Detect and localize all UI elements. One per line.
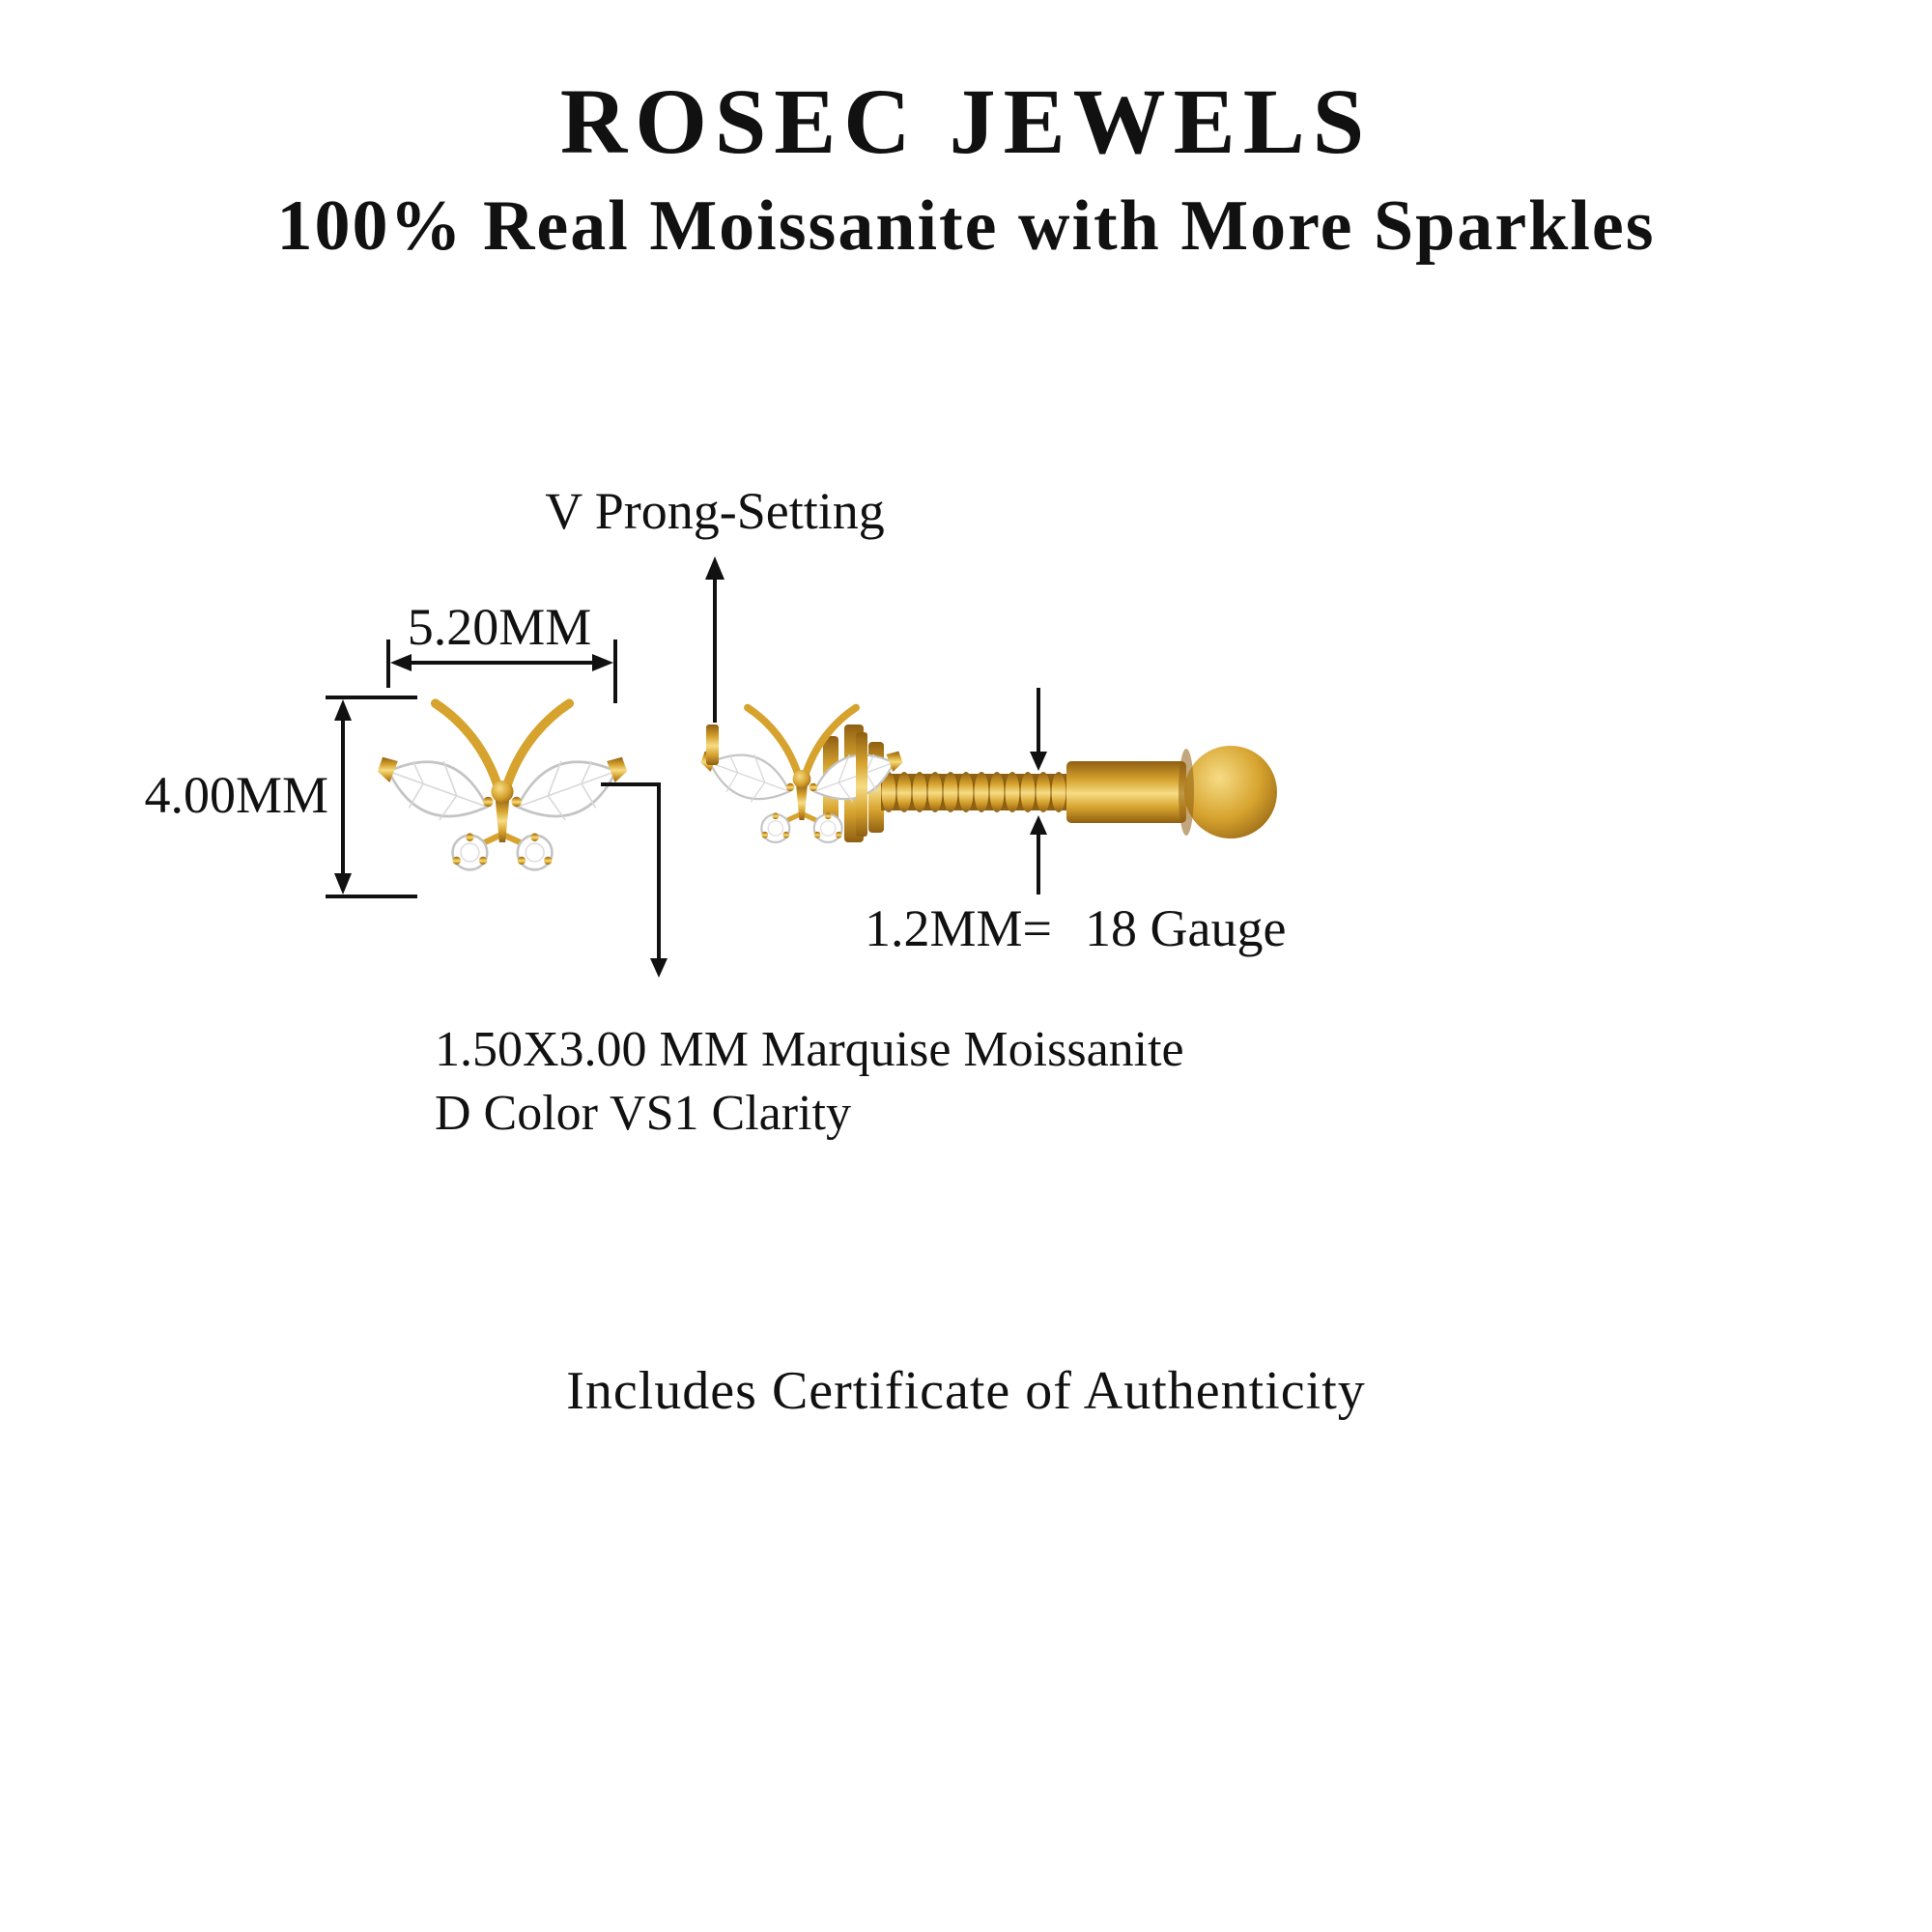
stone-spec-line1: 1.50X3.00 MM Marquise Moissanite (435, 1022, 1184, 1077)
earring-side-view (700, 708, 1277, 842)
width-dimension-arrow (386, 639, 617, 703)
stone-spec-label: 1.50X3.00 MM Marquise Moissanite D Color… (435, 1018, 1184, 1146)
height-dimension-label: 4.00MM (144, 766, 328, 824)
certificate-note: Includes Certificate of Authenticity (566, 1361, 1366, 1421)
gauge-dimension-arrows (1030, 688, 1047, 895)
gauge-size-text: 1.2MM= (865, 899, 1052, 957)
stone-spec-line2: D Color VS1 Clarity (435, 1086, 851, 1141)
disc-rim (1179, 749, 1194, 836)
butterfly-earring-front (378, 703, 627, 869)
v-prong-post (706, 724, 719, 765)
stone-leader-arrow (601, 782, 668, 978)
width-dimension-label: 5.20MM (407, 598, 592, 656)
basket-column-front (856, 732, 867, 837)
tagline: 100% Real Moissanite with More Sparkles (276, 186, 1656, 266)
post-barrel (1066, 761, 1186, 823)
height-dimension-arrow (326, 696, 417, 898)
brand-title: ROSEC JEWELS (559, 70, 1373, 173)
threaded-post (881, 772, 1066, 812)
flat-disc-back (1184, 746, 1277, 838)
gauge-value-text: 18 Gauge (1084, 899, 1287, 957)
prong-setting-label: V Prong-Setting (545, 482, 885, 540)
prong-setting-arrow (705, 556, 724, 723)
gauge-label: 1.2MM= 18 Gauge (865, 898, 1286, 958)
